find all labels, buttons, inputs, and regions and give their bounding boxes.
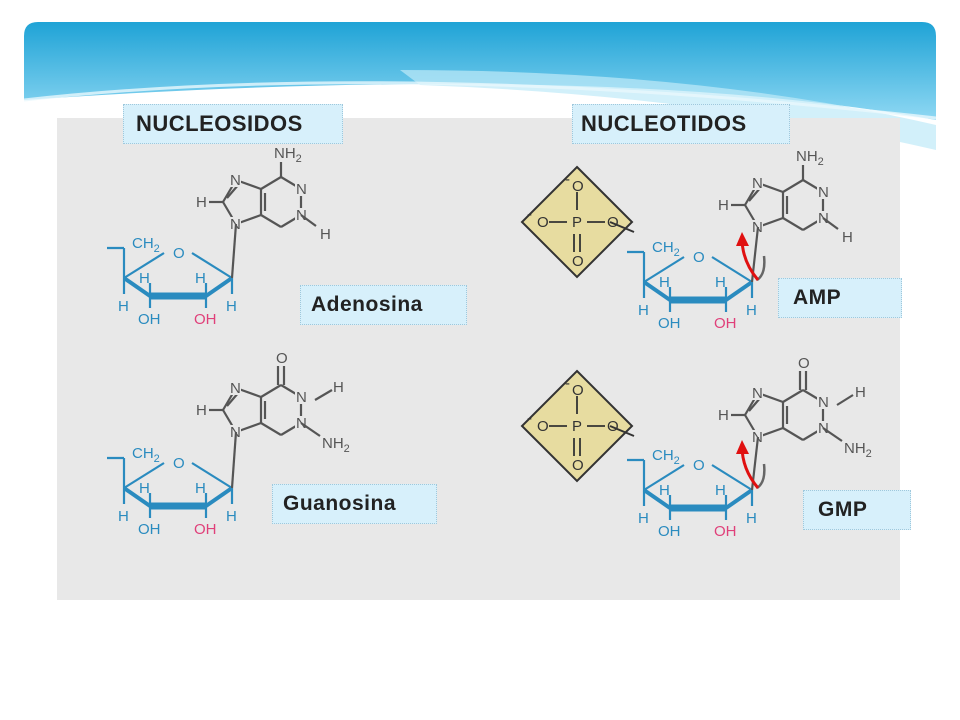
atom-h: H — [333, 379, 344, 396]
header-nucleotides: NUCLEOTIDOS — [572, 104, 790, 144]
adenosine-structure: NH2 H — [107, 145, 331, 328]
header-nucleosides: NUCLEOSIDOS — [123, 104, 343, 144]
atom-h: H — [855, 384, 866, 401]
label-amp: AMP — [778, 278, 902, 318]
gmp-structure: O H NH2 — [521, 355, 872, 540]
atom-nh2: NH2 — [322, 435, 350, 455]
header-banner — [23, 22, 937, 150]
label-gmp: GMP — [803, 490, 911, 530]
atom-h: H — [842, 229, 853, 246]
label-adenosine: Adenosina — [300, 285, 467, 325]
label-guanosine: Guanosina — [272, 484, 437, 524]
atom-nh2: NH2 — [844, 440, 872, 460]
atom-nh2: NH2 — [274, 145, 302, 165]
atom-h: H — [320, 226, 331, 243]
amp-structure: NH2 H — [521, 148, 853, 332]
guanosine-structure: O H NH2 — [107, 350, 350, 538]
atom-o: O — [798, 355, 810, 372]
atom-nh2: NH2 — [796, 148, 824, 168]
atom-o: O — [276, 350, 288, 367]
